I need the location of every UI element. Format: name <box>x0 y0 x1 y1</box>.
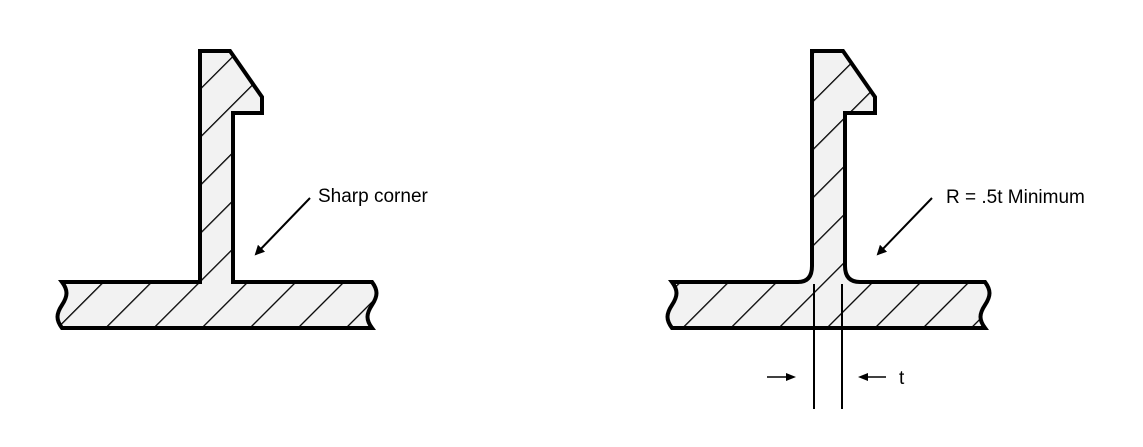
sharp-corner-figure: Sharp corner <box>55 49 429 330</box>
thickness-label: t <box>899 368 905 389</box>
leader-arrow <box>876 197 933 256</box>
sharp-corner-section <box>55 49 379 330</box>
fillet-radius-label: R = .5t Minimum <box>946 187 1085 208</box>
dimension-arrow-right <box>858 373 886 381</box>
fillet-corner-figure: R = .5t Minimum t <box>665 49 1085 409</box>
dimension-arrow-left <box>767 373 796 381</box>
sharp-corner-label: Sharp corner <box>318 186 429 207</box>
fillet-corner-section <box>665 49 992 330</box>
leader-arrow <box>254 197 311 256</box>
